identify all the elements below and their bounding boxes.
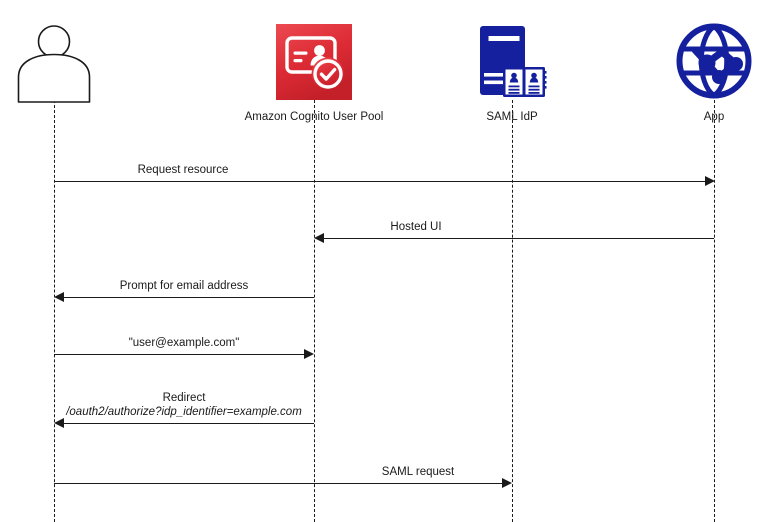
message-label-hosted-ui: Hosted UI (390, 220, 441, 234)
message-text: "user@example.com" (128, 337, 240, 349)
message-label-saml-request: SAML request (382, 465, 454, 479)
message-text: Hosted UI (390, 221, 442, 233)
message-label-request-resource: Request resource (138, 163, 229, 177)
lifeline-idp (512, 100, 513, 522)
message-line-request-resource (54, 181, 706, 182)
lifeline-app (714, 100, 715, 522)
actor-label-idp: SAML IdP (486, 111, 538, 123)
arrowhead-redirect (54, 418, 64, 428)
arrowhead-user-email (304, 349, 314, 359)
lifeline-cognito (314, 100, 315, 522)
message-label-prompt-email: Prompt for email address (120, 279, 248, 293)
lifeline-user (54, 100, 55, 522)
saml-idp-server-icon (476, 22, 548, 107)
user-actor-icon (13, 24, 95, 109)
message-line-prompt-email (64, 297, 314, 298)
message-label-redirect: Redirect /oauth2/authorize?idp_identifie… (66, 391, 302, 419)
message-label-user-email: "user@example.com" (129, 336, 240, 350)
message-text: Prompt for email address (119, 280, 249, 292)
arrowhead-request-resource (705, 176, 715, 186)
message-line-redirect (64, 423, 314, 424)
amazon-cognito-icon (276, 24, 352, 105)
arrowhead-hosted-ui (314, 233, 324, 243)
message-line-user-email (54, 354, 304, 355)
message-text: Request resource (137, 164, 229, 176)
message-line-saml-request (54, 483, 502, 484)
message-line-hosted-ui (324, 238, 714, 239)
arrowhead-prompt-email (54, 292, 64, 302)
message-subtext-redirect-url: /oauth2/authorize?idp_identifier=example… (66, 406, 302, 418)
message-text: SAML request (381, 466, 455, 478)
actor-label-cognito: Amazon Cognito User Pool (244, 111, 384, 123)
actor-label-app: App (703, 111, 725, 123)
message-text: Redirect (162, 392, 206, 404)
app-globe-network-icon (675, 22, 753, 105)
arrowhead-saml-request (502, 478, 512, 488)
